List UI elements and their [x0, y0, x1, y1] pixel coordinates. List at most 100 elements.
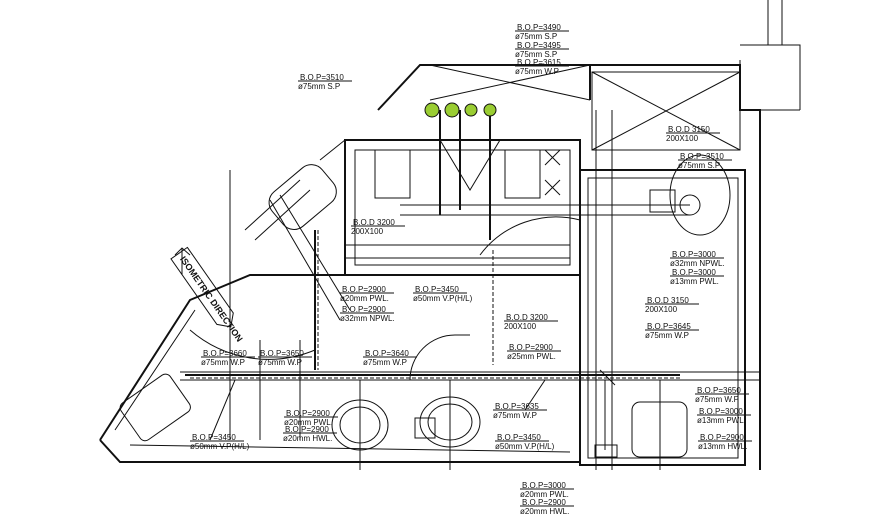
floor-trap [414, 417, 436, 439]
pipe-size-text: ø50mm V.P(H/L) [190, 442, 250, 451]
pipe-size-text: ø13mm PWL. [697, 416, 746, 425]
elevation-text: B.O.P=3650 [260, 349, 304, 358]
pipe-size-text: ø50mm V.P(H/L) [495, 442, 555, 451]
pipe-size-text: 200X100 [666, 134, 699, 143]
pipe-size-text: ø75mm S.P [515, 50, 557, 59]
pipe-size-text: ø75mm W.P [493, 411, 537, 420]
vent-caps [424, 102, 497, 118]
elevation-text: B.O.P=2900 [286, 409, 330, 418]
pipe-size-text: ø75mm S.P [515, 32, 557, 41]
elevation-text: B.O.P=3645 [647, 322, 691, 331]
walls [99, 0, 801, 470]
elevation-text: B.O.P=2900 [342, 285, 386, 294]
elevation-text: B.O.P=3510 [680, 152, 724, 161]
elevation-text: B.O.P=3000 [699, 407, 743, 416]
pipes [185, 110, 690, 470]
pipe-size-text: ø32mm NPWL. [340, 314, 395, 323]
pipe-size-text: 200X100 [504, 322, 537, 331]
elevation-text: B.O.P=2900 [342, 305, 386, 314]
pipe-size-text: ø50mm V.P(H/L) [413, 294, 473, 303]
pipe-size-text: ø75mm W.P [363, 358, 407, 367]
elevation-text: B.O.P=2900 [509, 343, 553, 352]
pipe-size-text: ø20mm PWL. [284, 418, 333, 427]
pipe-size-text: ø75mm S.P [678, 161, 720, 170]
elevation-text: B.O.D 3150 [647, 296, 689, 305]
wc-fixture [669, 154, 731, 236]
pipe-size-text: 200X100 [351, 227, 384, 236]
elevation-text: B.O.P=3660 [203, 349, 247, 358]
pipe-size-text: ø75mm W.P [645, 331, 689, 340]
elevation-text: B.O.P=3450 [497, 433, 541, 442]
elevation-text: B.O.P=2900 [700, 433, 744, 442]
pipe-size-text: ø20mm HWL. [520, 507, 569, 516]
elevation-text: B.O.P=3000 [672, 268, 716, 277]
elevation-text: B.O.P=3510 [300, 73, 344, 82]
urinal-fixture [374, 149, 411, 199]
pipe-size-text: ø75mm W.P [695, 395, 739, 404]
elevation-text: B.O.P=3490 [517, 23, 561, 32]
elevation-text: B.O.P=2900 [522, 498, 566, 507]
pipe-size-text: ø75mm W.P [201, 358, 245, 367]
elevation-text: B.O.P=3000 [522, 481, 566, 490]
pipe-size-text: ø20mm HWL. [283, 434, 332, 443]
elevation-text: B.O.P=3450 [415, 285, 459, 294]
trap-box [649, 189, 676, 213]
direction-arrow-icon [174, 247, 191, 275]
elevation-text: B.O.P=3615 [517, 58, 561, 67]
elevation-text: B.O.P=3000 [672, 250, 716, 259]
pipe-size-text: ø75mm W.P [515, 67, 559, 76]
elevation-text: B.O.D 3150 [668, 125, 710, 134]
pipe-size-text: ø75mm S.P [298, 82, 340, 91]
elevation-text: B.O.D 3200 [353, 218, 395, 227]
elevation-text: B.O.P=3450 [192, 433, 236, 442]
bathtub-fixture [268, 164, 337, 230]
elevation-text: B.O.P=3650 [697, 386, 741, 395]
isometric-direction-marker: ISOMETRIC DIRECTION [170, 246, 245, 344]
elevation-text: B.O.P=2900 [285, 425, 329, 434]
elevation-text: B.O.P=3640 [365, 349, 409, 358]
pipe-size-text: ø20mm PWL. [520, 490, 569, 499]
elevation-text: B.O.P=3635 [495, 402, 539, 411]
elevation-text: B.O.P=3495 [517, 41, 561, 50]
pipe-size-text: ø75mm W.P [258, 358, 302, 367]
pipe-size-text: ø13mm HWL. [698, 442, 747, 451]
pipe-size-text: ø20mm PWL. [340, 294, 389, 303]
elevation-text: B.O.D 3200 [506, 313, 548, 322]
urinal-fixture [504, 149, 541, 199]
isometric-direction-label: ISOMETRIC DIRECTION [178, 254, 245, 343]
floor-drain [594, 444, 618, 458]
pipe-size-text: 200X100 [645, 305, 678, 314]
pipe-size-text: ø25mm PWL. [507, 352, 556, 361]
sink-fixture [119, 373, 191, 442]
pipe-size-text: ø13mm PWL. [670, 277, 719, 286]
